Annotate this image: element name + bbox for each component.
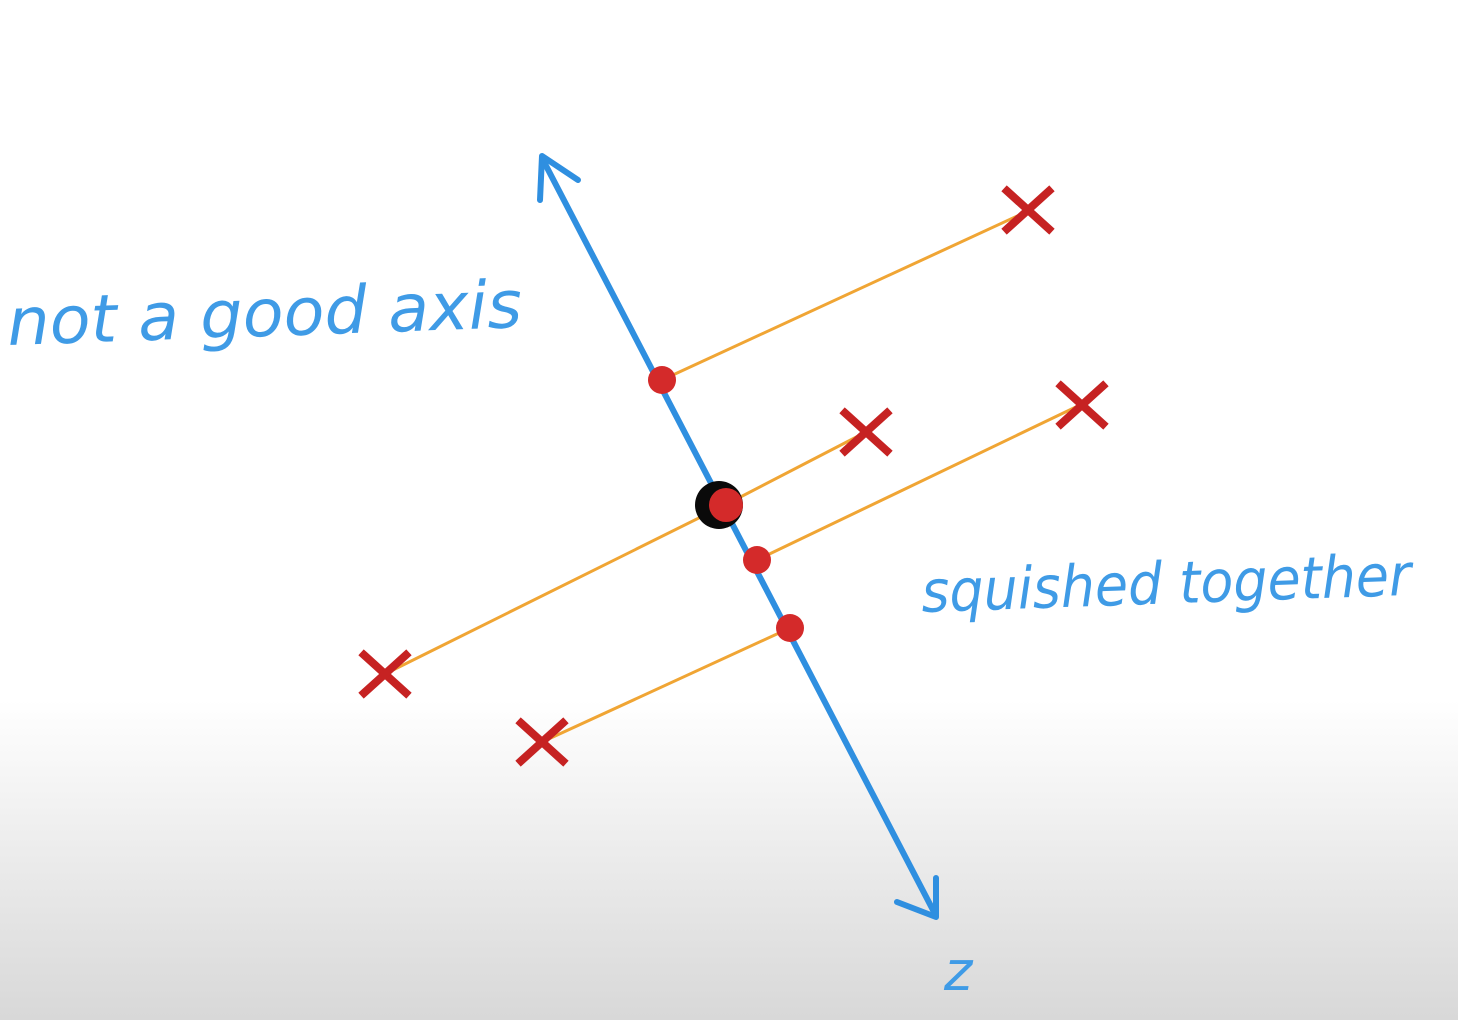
projected-points — [648, 366, 804, 642]
left-annotation: not a good axis — [6, 266, 523, 361]
axis-arrowhead-bottom-icon — [894, 875, 939, 920]
projection-line-5 — [540, 626, 792, 744]
data-points — [358, 185, 1109, 767]
projected-point-2-dot-icon — [709, 488, 743, 522]
projected-point-1-dot-icon — [648, 366, 676, 394]
data-point-5-x-mark-icon — [515, 717, 569, 767]
axis-line — [539, 155, 937, 915]
projection-line-4 — [383, 503, 727, 676]
axis-label: z — [943, 940, 974, 1003]
projection-line-3 — [755, 403, 1082, 562]
data-point-1-x-mark-icon — [1001, 185, 1055, 235]
projection-lines — [383, 210, 1082, 744]
data-point-3-x-mark-icon — [1055, 380, 1109, 430]
right-annotation: squished together — [920, 541, 1415, 626]
data-point-4-x-mark-icon — [358, 649, 412, 699]
z-axis — [537, 153, 939, 920]
projection-line-2 — [723, 430, 868, 507]
data-point-2-x-mark-icon — [839, 407, 893, 457]
projection-line-1 — [660, 210, 1028, 382]
axis-arrowhead-top-icon — [537, 153, 581, 203]
projected-point-3-dot-icon — [743, 546, 771, 574]
projected-point-4-dot-icon — [776, 614, 804, 642]
